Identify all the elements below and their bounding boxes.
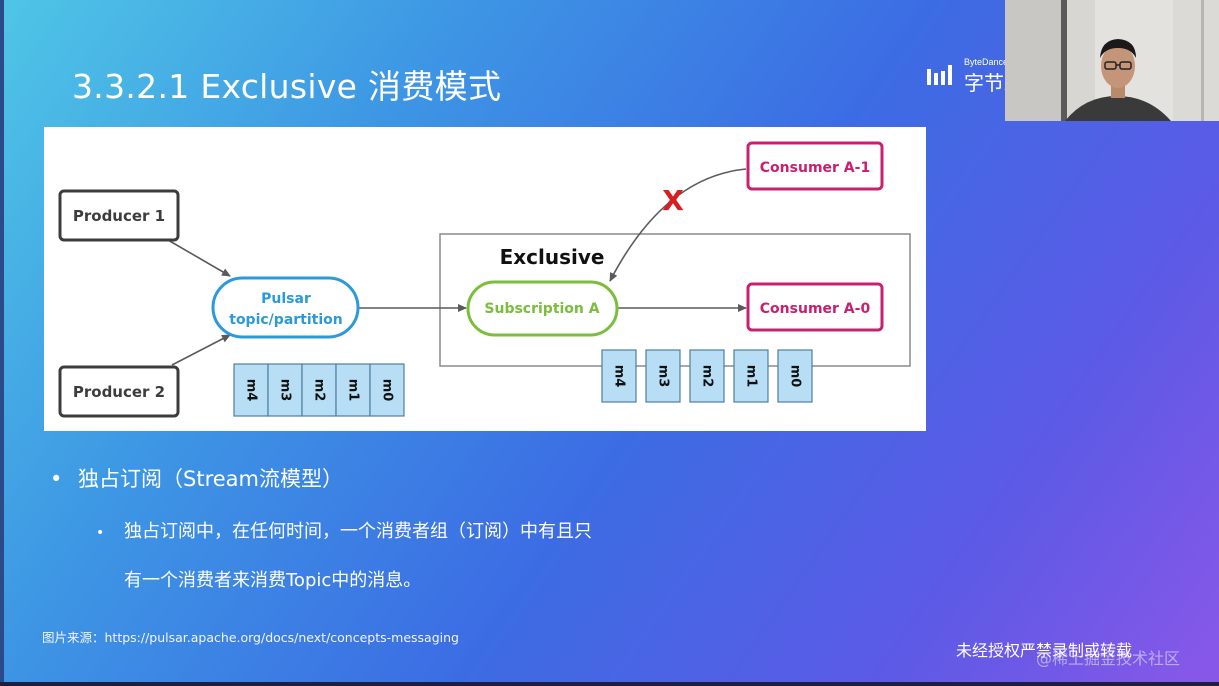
consumer-a1-to-subscription-arrow xyxy=(609,168,747,282)
message-label: m0 xyxy=(788,365,803,388)
subscription-message-queue: m4 m3 m2 m1 m0 xyxy=(601,349,813,403)
bullet-dot: • xyxy=(50,467,63,491)
producer-2-label: Producer 2 xyxy=(73,383,165,401)
producer-1-label: Producer 1 xyxy=(73,207,165,225)
topic-label-line1: Pulsar xyxy=(261,291,311,307)
message-cell xyxy=(369,363,405,417)
logo-small-text: ByteDance xyxy=(964,57,1008,67)
message-label: m1 xyxy=(346,379,361,402)
bullet-dot: • xyxy=(96,525,105,541)
producer1-to-topic-arrow xyxy=(167,239,231,277)
message-cell xyxy=(301,363,337,417)
message-cell xyxy=(267,363,303,417)
message-label: m4 xyxy=(612,365,627,388)
message-cell xyxy=(733,349,769,403)
producer2-to-topic-arrow xyxy=(171,334,231,366)
topic-message-queue: m4 m3 m2 m1 m0 xyxy=(233,363,405,417)
message-cell xyxy=(689,349,725,403)
subscription-a-node xyxy=(466,280,619,337)
message-cell xyxy=(335,363,371,417)
window-left-edge xyxy=(0,0,4,686)
exclusive-label: Exclusive xyxy=(500,245,605,269)
community-watermark: @稀土掘金技术社区 xyxy=(1036,649,1181,668)
message-cell xyxy=(777,349,813,403)
blocked-x-icon: X xyxy=(662,184,684,217)
consumer-a0-label: Consumer A-0 xyxy=(760,301,871,317)
bullet-2-continuation: 有一个消费者来消费Topic中的消息。 xyxy=(124,570,422,591)
presenter-image xyxy=(1005,0,1219,121)
window-bottom-edge xyxy=(0,682,1219,686)
producer-1-box xyxy=(58,189,180,242)
exclusive-subscription-diagram: Exclusive Producer 1 Producer 2 Pulsar t… xyxy=(44,127,926,431)
topic-label-line2: topic/partition xyxy=(229,312,342,328)
webcam-presenter-video xyxy=(1005,0,1219,121)
slide-title: 3.3.2.1 Exclusive 消费模式 xyxy=(72,67,502,106)
message-label: m4 xyxy=(244,379,259,402)
message-label: m3 xyxy=(656,365,671,388)
message-label: m3 xyxy=(278,379,293,402)
subscription-a-label: Subscription A xyxy=(484,301,599,317)
bullet-exclusive-description: • 独占订阅中，在任何时间，一个消费者组（订阅）中有且只 xyxy=(96,517,592,543)
consumer-a1-box xyxy=(746,141,884,191)
bullet-1-text: 独占订阅（Stream流模型） xyxy=(78,467,343,491)
copyright-notice: 未经授权严禁录制或转载 xyxy=(956,641,1133,660)
message-cell xyxy=(233,363,269,417)
producer-2-box xyxy=(58,365,180,418)
bullet-2-text: 独占订阅中，在任何时间，一个消费者组（订阅）中有且只 xyxy=(124,521,592,542)
logo-bars-icon xyxy=(927,65,952,85)
message-label: m2 xyxy=(700,365,715,388)
consumer-a1-label: Consumer A-1 xyxy=(760,160,870,176)
message-label: m2 xyxy=(312,379,327,402)
bullet-exclusive-subscription: • 独占订阅（Stream流模型） xyxy=(50,463,343,493)
consumer-a0-box xyxy=(746,282,884,332)
message-cell xyxy=(645,349,681,403)
bytedance-logo: ByteDance 字节跳动 xyxy=(926,57,1008,93)
message-cell xyxy=(601,349,637,403)
message-label: m0 xyxy=(380,379,395,402)
message-label: m1 xyxy=(744,365,759,388)
pulsar-topic-node xyxy=(211,276,360,339)
logo-big-text: 字节跳动 xyxy=(964,71,1008,93)
image-source-caption: 图片来源：https://pulsar.apache.org/docs/next… xyxy=(42,630,459,645)
